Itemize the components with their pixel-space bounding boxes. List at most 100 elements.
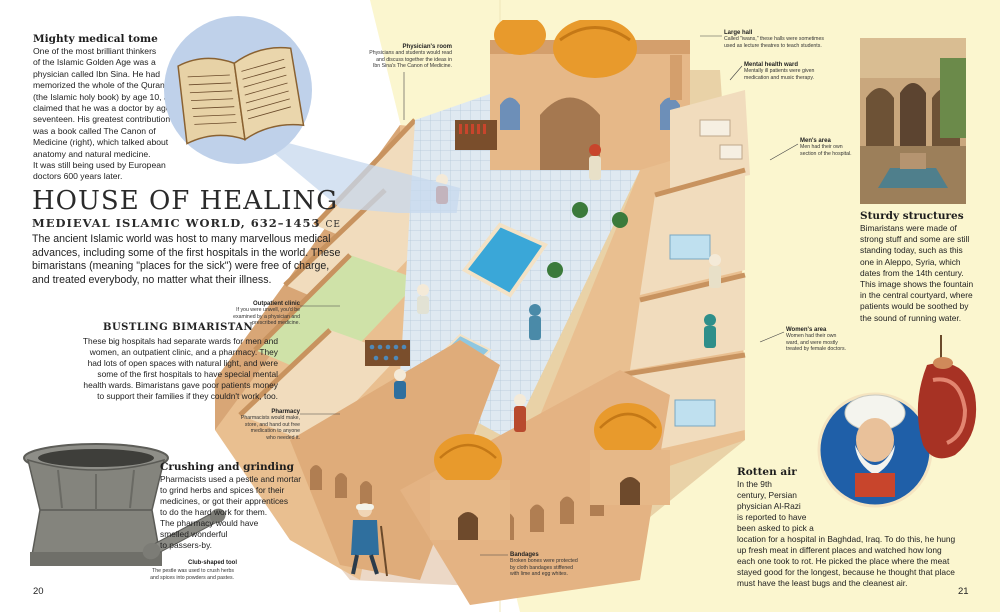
crushing-line: The pharmacy would have	[160, 518, 259, 528]
tome-body: One of the most brilliant thinkers of th…	[33, 46, 193, 183]
rotten-line: stayed good for the longest, because he …	[737, 567, 955, 577]
label-mental-health-ward: Mental health ward Mentally ill patients…	[744, 62, 844, 81]
womens-line: Women had their own	[786, 333, 837, 339]
pharmacy-line: Pharmacists would make,	[240, 415, 300, 421]
rotten-line: must have the least bugs and the cleanes…	[737, 578, 908, 588]
womens-line: treated by female doctors.	[786, 346, 846, 353]
rotten-line: each one took to rot. He picked the plac…	[737, 556, 950, 566]
tome-title: Mighty medical tome	[33, 33, 158, 45]
outpatient-line: prescribed medicine.	[252, 320, 300, 327]
rotten-air-body-short: In the 9th century, Persian physician Al…	[737, 479, 837, 534]
physicians-room-line: Ibn Sina's The Canon of Medicine.	[372, 63, 452, 70]
sturdy-line: strong stuff and some are still	[860, 234, 970, 245]
bustling-line: health wards. Bimaristans gave poor pati…	[83, 380, 278, 390]
outpatient-title: Outpatient clinic	[252, 301, 300, 307]
large-hall-title: Large hall	[724, 30, 753, 36]
rotten-line: is reported to have	[737, 512, 807, 522]
page-subtitle: MEDIEVAL ISLAMIC WORLD, 632–1453 CE	[32, 216, 341, 230]
label-mens-area: Men's area Men had their own section of …	[800, 138, 870, 157]
sturdy-line: standing today, such as this	[860, 245, 963, 256]
mens-line: Men had their own	[800, 144, 843, 150]
club-line: The pestle was used to crush herbs	[152, 568, 234, 574]
page-number-left: 20	[33, 586, 44, 597]
mental-line: Mentally ill patients were given	[744, 68, 815, 74]
sturdy-line: in the central courtyard, where	[860, 290, 973, 301]
bandages-title: Bandages	[510, 552, 539, 558]
pharmacy-line: medication to anyone	[250, 428, 300, 435]
bandages-line: with lime and egg whites.	[510, 571, 568, 578]
walking-patient-figure	[351, 503, 388, 577]
rotten-air-title: Rotten air	[737, 466, 797, 478]
bandages-line: Broken bones were protected	[510, 558, 578, 564]
bandages-line: by cloth bandages stiffened	[510, 564, 574, 571]
sturdy-line: This image shows the fountain	[860, 279, 974, 290]
mens-title: Men's area	[800, 138, 831, 144]
intro-line: advances, including some of the first ho…	[32, 246, 341, 259]
label-pharmacy: Pharmacy Pharmacists would make, store, …	[230, 409, 300, 441]
tome-line: One of the most brilliant thinkers	[33, 46, 157, 56]
pharmacy-title: Pharmacy	[271, 409, 300, 415]
club-title: Club-shaped tool	[188, 560, 237, 566]
tome-line: physician called Ibn Sina. He had	[33, 68, 161, 79]
bustling-title: BUSTLING BIMARISTAN	[103, 322, 254, 333]
rotten-line: been asked to pick a	[737, 523, 814, 533]
mens-line: section of the hospital.	[800, 150, 852, 157]
label-large-hall: Large hall Called "iwans," these halls w…	[724, 30, 844, 49]
physicians-room-line: and discuss together the ideas in	[376, 56, 452, 63]
rotten-line: In the 9th	[737, 479, 772, 489]
tome-line: (the Islamic holy book) by age 10, and	[33, 91, 179, 102]
womens-title: Women's area	[786, 327, 827, 333]
mortar-and-pestle-image	[23, 443, 226, 566]
outpatient-line: examined by a physician and	[233, 313, 300, 320]
crushing-title: Crushing and grinding	[160, 461, 294, 473]
canon-of-medicine-book-image	[164, 16, 460, 213]
tome-line: claimed that he was a doctor by age	[33, 103, 171, 114]
sturdy-line: the sound of running water.	[860, 312, 962, 323]
tome-line: seventeen. His greatest contribution	[33, 114, 171, 125]
tome-line: It was still being used by European	[33, 160, 166, 171]
sturdy-line: patients would be soothed by	[860, 301, 969, 312]
pharmacy-line: store, and hand out free	[244, 421, 300, 428]
bustling-line: These big hospitals had separate wards f…	[82, 336, 278, 346]
crushing-line: medicines, or got their apprentices	[160, 496, 289, 506]
crushing-line: to passers-by.	[160, 540, 212, 550]
label-outpatient-clinic: Outpatient clinic If you were unwell, yo…	[230, 301, 300, 327]
bustling-line: to support their families if they couldn…	[97, 391, 278, 401]
outpatient-line: If you were unwell, you'd be	[236, 307, 300, 313]
sturdy-line: Bimaristans were made of	[860, 223, 957, 233]
sturdy-line: dates from the 14th century.	[860, 267, 964, 278]
subtitle-era: CE	[325, 220, 342, 230]
label-bandages: Bandages Broken bones were protected by …	[510, 552, 610, 578]
rotten-line: up fresh meat in different places and wa…	[737, 545, 942, 555]
bustling-line: women, an outpatient clinic, and a pharm…	[89, 347, 278, 357]
hospital-illustration	[215, 20, 750, 605]
bustling-body: These big hospitals had separate wards f…	[38, 336, 278, 402]
tome-line: Medicine (right), which talked about	[33, 137, 169, 148]
club-line: and spices into powders and pastes.	[150, 574, 234, 581]
physicians-room-line: Physicians and students would read	[369, 50, 452, 56]
subtitle-text: MEDIEVAL ISLAMIC WORLD, 632–1453	[32, 216, 321, 230]
intro-line: bimaristans (meaning "places for the sic…	[32, 260, 330, 273]
crushing-line: smelled wonderful	[160, 529, 228, 539]
mental-title: Mental health ward	[744, 62, 799, 68]
bustling-line: had lots of open spaces with natural lig…	[87, 358, 278, 368]
large-hall-line: Called "iwans," these halls were sometim…	[724, 36, 824, 42]
womens-line: ward, and were mostly	[786, 339, 838, 346]
sturdy-line: one in Aleppo, Syria, which	[860, 256, 961, 267]
rotten-line: location for a hospital in Baghdad, Iraq…	[737, 534, 956, 544]
page-title: HOUSE OF HEALING	[32, 186, 339, 216]
crushing-line: to do the hard work for them.	[160, 507, 268, 517]
pharmacy-line: who needed it.	[266, 434, 300, 441]
crushing-line: Pharmacists used a pestle and mortar	[160, 474, 302, 484]
large-hall-line: used as lecture theatres to teach studen…	[724, 42, 822, 49]
al-razi-portrait	[817, 335, 977, 508]
tome-line: was a book called The Canon of	[33, 125, 156, 136]
intro-paragraph: The ancient Islamic world was host to ma…	[32, 233, 372, 287]
tome-line: of the Islamic Golden Age was a	[33, 57, 156, 68]
label-womens-area: Women's area Women had their own ward, a…	[786, 327, 866, 353]
crushing-body: Pharmacists used a pestle and mortar to …	[160, 474, 310, 551]
intro-line: and treated everybody, no matter what th…	[32, 273, 272, 286]
page-number-right: 21	[958, 586, 969, 597]
aleppo-courtyard-photo	[860, 38, 966, 204]
